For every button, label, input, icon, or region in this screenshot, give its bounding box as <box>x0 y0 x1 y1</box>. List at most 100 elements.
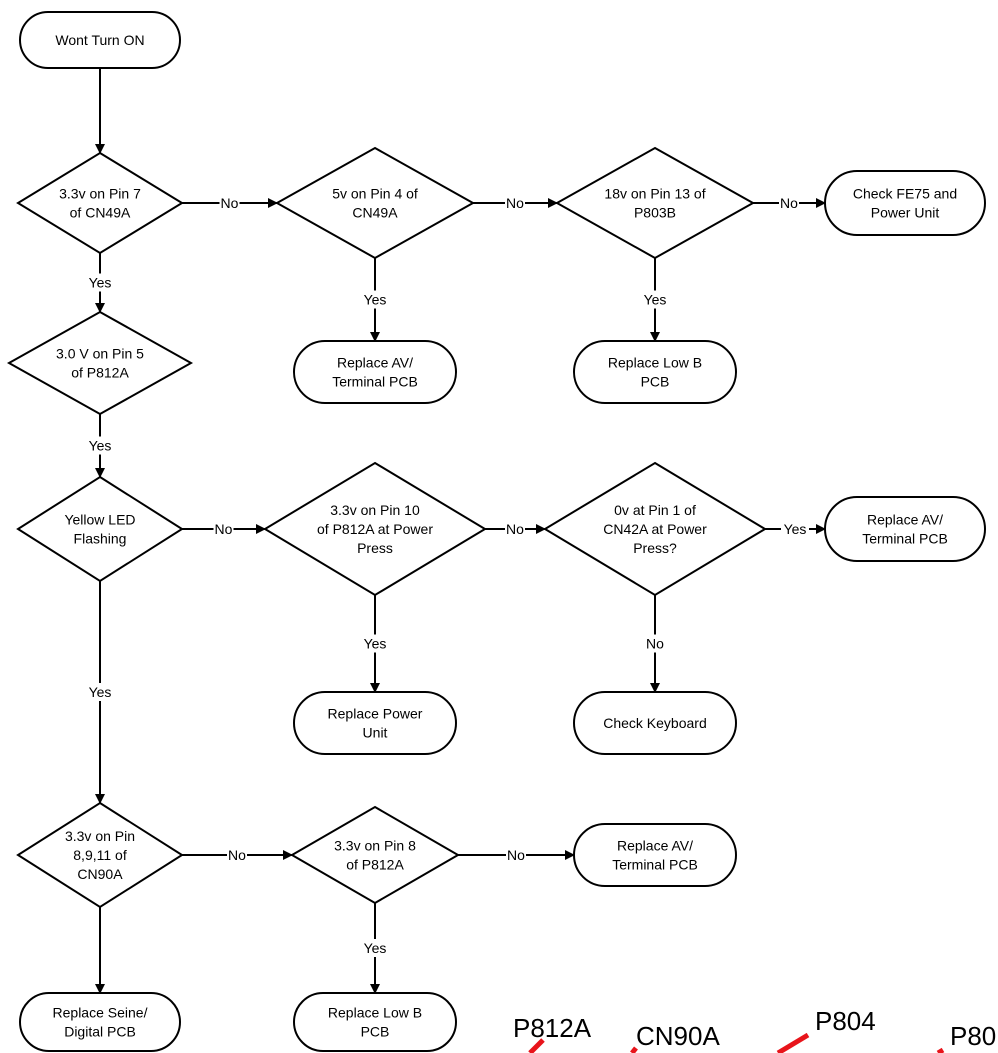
node-text-line: of P812A <box>346 857 404 873</box>
terminal-box <box>19 992 181 1052</box>
terminal-node-t6: Check Keyboard <box>573 691 737 755</box>
photo-label-p804: P804 <box>776 1006 876 1053</box>
edge-d7-t6: No <box>645 595 665 693</box>
decision-node-d5: Yellow LED Flashing <box>16 475 184 583</box>
photo-label-p812a: P812A <box>513 1013 592 1053</box>
edge-d2-d3: No <box>473 194 558 212</box>
edge-label-no: No <box>215 521 233 537</box>
node-text-line: Replace Power <box>328 706 423 722</box>
edge-d7-t4: Yes <box>765 520 826 538</box>
terminal-node-t7: Replace AV/Terminal PCB <box>573 823 737 887</box>
decision-diamond <box>16 801 184 909</box>
node-text-line: Replace Low B <box>608 355 702 371</box>
node-text-line: Unit <box>363 725 388 741</box>
node-text-line: Check FE75 and <box>853 186 957 202</box>
edge-d5-d8: Yes <box>86 581 114 804</box>
decision-diamond <box>263 461 487 597</box>
node-text-line: 18v on Pin 13 of <box>604 186 705 202</box>
edge-label-yes: Yes <box>89 684 112 700</box>
node-text-line: Check Keyboard <box>603 715 707 731</box>
red-pointer-line <box>528 1038 545 1053</box>
edge-label-no: No <box>780 195 798 211</box>
photo-label-text: P804 <box>815 1006 876 1036</box>
node-text-line: 0v at Pin 1 of <box>614 502 696 518</box>
terminal-box <box>573 691 737 755</box>
node-text-line: CN42A at Power <box>603 521 707 537</box>
edge-d5-d6: No <box>182 520 266 538</box>
terminal-box <box>19 11 181 69</box>
node-text-line: Replace Low B <box>328 1005 422 1021</box>
decision-diamond <box>554 146 756 260</box>
terminal-node-t3: Replace Low B PCB <box>573 340 737 404</box>
decision-diamond <box>290 805 460 905</box>
node-text-line: Replace AV/ <box>337 355 413 371</box>
edge-label-no: No <box>646 636 664 652</box>
edge-d1-d2: No <box>182 194 278 212</box>
edge-label-no: No <box>228 847 246 863</box>
node-text-line: Flashing <box>74 531 127 547</box>
terminal-box <box>824 170 986 236</box>
decision-diamond <box>16 475 184 583</box>
node-text-line: Replace AV/ <box>617 838 693 854</box>
photo-label-text: P80 <box>950 1021 996 1051</box>
node-text-line: 8,9,11 of <box>73 847 127 863</box>
photo-label-cn90a: CN90A <box>630 1021 720 1053</box>
node-text-line: Yellow LED <box>64 512 135 528</box>
edge-d4-d5: Yes <box>86 414 114 478</box>
nodes-layer: Wont Turn ON 3.3v on Pin 7of CN49A 5v on P… <box>6 11 986 1052</box>
node-text-line: Replace Seine/ <box>53 1005 148 1021</box>
node-text-line: Power Unit <box>871 205 940 221</box>
edge-d2-t2: Yes <box>361 258 389 342</box>
terminal-box <box>824 496 986 562</box>
terminal-node-t8: Replace Seine/Digital PCB <box>19 992 181 1052</box>
node-text-line: Press? <box>633 540 677 556</box>
terminal-box <box>573 340 737 404</box>
edge-label-yes: Yes <box>89 438 112 454</box>
node-text-line: Replace AV/ <box>867 512 943 528</box>
edge-d9-t7: No <box>458 846 575 864</box>
terminal-node-t2: Replace AV/Terminal PCB <box>293 340 457 404</box>
photo-label-text: P812A <box>513 1013 592 1043</box>
node-text-line: Terminal PCB <box>332 374 418 390</box>
node-text-line: Wont Turn ON <box>55 32 144 48</box>
red-pointer-line <box>630 1046 638 1053</box>
node-text-line: PCB <box>361 1024 390 1040</box>
decision-diamond <box>6 310 194 416</box>
decision-diamond <box>16 151 184 255</box>
node-text-line: Terminal PCB <box>612 857 698 873</box>
edge-d3-t3: Yes <box>641 258 669 342</box>
terminal-box <box>293 691 457 755</box>
edge-label-yes: Yes <box>364 636 387 652</box>
edge-label-yes: Yes <box>784 521 807 537</box>
photo-label-text: CN90A <box>636 1021 720 1051</box>
terminal-box <box>573 823 737 887</box>
edge-label-no: No <box>507 847 525 863</box>
node-text-line: 3.3v on Pin 10 <box>330 502 420 518</box>
node-text-line: CN90A <box>77 866 123 882</box>
edge-d9-t9: Yes <box>361 903 389 994</box>
node-text-line: Press <box>357 540 393 556</box>
edge-d8-d9: No <box>182 846 293 864</box>
edge-d6-t5: Yes <box>361 595 389 693</box>
edge-label-yes: Yes <box>644 292 667 308</box>
decision-node-d1: 3.3v on Pin 7of CN49A <box>16 151 184 255</box>
decision-diamond <box>274 146 476 260</box>
node-text-line: Terminal PCB <box>862 531 948 547</box>
terminal-node-t4: Replace AV/Terminal PCB <box>824 496 986 562</box>
node-text-line: PCB <box>641 374 670 390</box>
edge-d1-d4: Yes <box>86 253 114 313</box>
node-text-line: of CN49A <box>70 205 131 221</box>
decision-node-d9: 3.3v on Pin 8of P812A <box>290 805 460 905</box>
node-text-line: 5v on Pin 4 of <box>332 186 418 202</box>
node-text-line: of P812A at Power <box>317 521 433 537</box>
node-text-line: P803B <box>634 205 676 221</box>
decision-diamond <box>543 461 767 597</box>
edge-label-yes: Yes <box>364 940 387 956</box>
terminal-box <box>293 340 457 404</box>
